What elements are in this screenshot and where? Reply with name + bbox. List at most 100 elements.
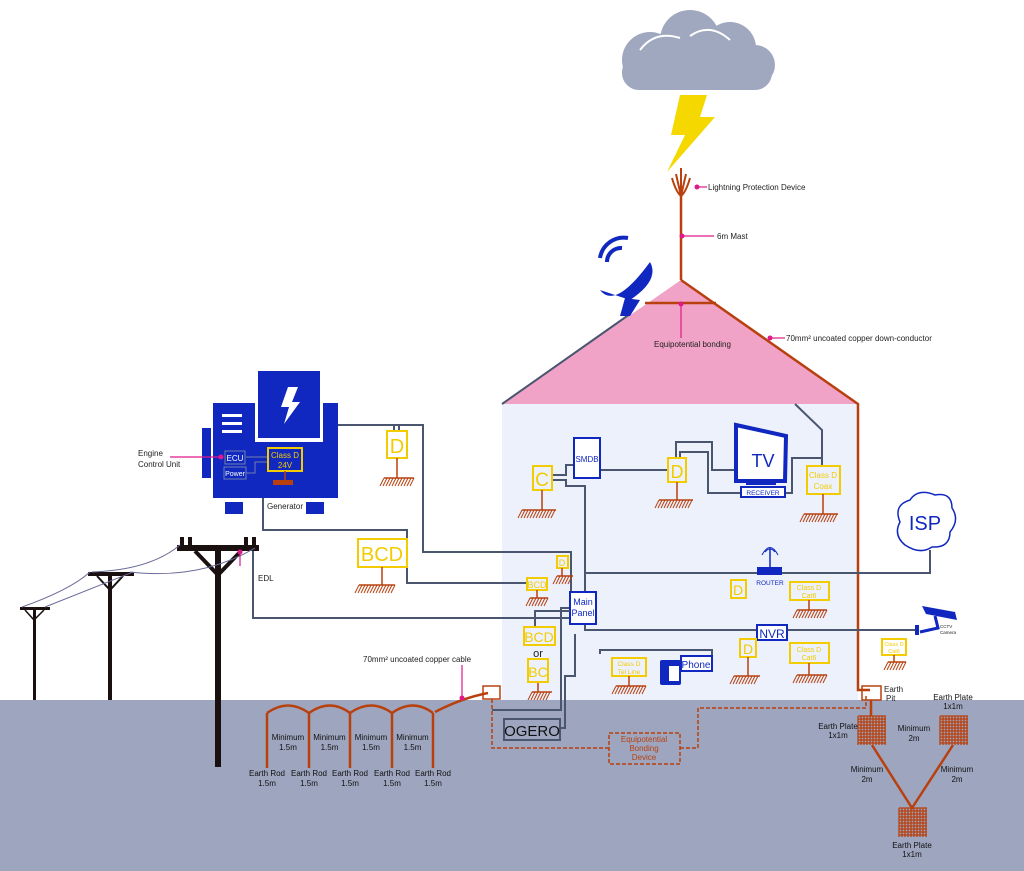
- ground-symbol-icon: [729, 675, 760, 685]
- rod-spacing-value: 1.5m: [404, 743, 422, 752]
- surge-d-outdoor-label: D: [390, 436, 404, 458]
- wire-ogero: [560, 634, 576, 729]
- bonding-label: Equipotential bonding: [654, 340, 731, 349]
- wire-c-smdb: [552, 464, 573, 476]
- down-conductor-label: 70mm² uncoated copper down-conductor: [786, 334, 932, 343]
- earth-rod-label: Earth Rod: [249, 769, 285, 778]
- equipotential-bonding-device: [608, 732, 681, 765]
- wire-d-receiver: [679, 451, 741, 494]
- surge-d-small-label: D: [559, 558, 566, 568]
- cloud-icon: [622, 10, 775, 90]
- ecu-callout-line2: Control Unit: [138, 460, 181, 469]
- cctv-label-1: CCTV: [940, 624, 952, 629]
- lightning-bolt-icon: [667, 95, 715, 172]
- router-label: ROUTER: [756, 580, 784, 587]
- nvr-box[interactable]: [756, 624, 788, 641]
- earth-plate-icon: [898, 807, 927, 837]
- tv-label: TV: [751, 451, 774, 471]
- ogero-label: OGERO: [504, 723, 560, 740]
- plate-spacing-value: 2m: [951, 775, 962, 784]
- surge-bcd-indoor: [523, 626, 556, 646]
- earth-plate-size: 1x1m: [828, 731, 848, 740]
- rod-spacing-label: Minimum: [396, 733, 429, 742]
- wire-panel-earth: [492, 607, 570, 711]
- earth-rod-label: Earth Rod: [374, 769, 410, 778]
- power-lines: [21, 544, 256, 608]
- ebd-label-3: Device: [632, 753, 657, 762]
- surge-d-tv-label: D: [671, 462, 684, 482]
- phone-label: Phone: [682, 660, 711, 671]
- earth-plate-icon: [939, 715, 968, 745]
- main-panel[interactable]: [569, 591, 597, 625]
- surge-d-nvr-label: D: [743, 641, 753, 657]
- ground-symbol-icon: [379, 477, 415, 487]
- earth-pit: [861, 685, 882, 701]
- surge-bc-label: BC: [528, 664, 547, 680]
- ground-symbol-icon: [654, 499, 693, 509]
- earth-plate-size: 1x1m: [943, 702, 963, 711]
- plate-spacing-value: 2m: [861, 775, 872, 784]
- earth-plate-size: 1x1m: [902, 850, 922, 859]
- generator-label: Generator: [267, 502, 303, 511]
- main-panel-label-1: Main: [573, 597, 593, 607]
- surge-bcd-small-label: BCD: [527, 580, 547, 590]
- cctv-camera-icon: [915, 606, 957, 635]
- receiver-box[interactable]: [740, 486, 786, 498]
- ecu-label: ECU: [227, 454, 244, 463]
- smdb-label: SMDB: [575, 455, 598, 464]
- generator-class-d-voltage: 24V: [278, 461, 293, 470]
- surge-bcd-indoor-label: BCD: [524, 629, 554, 645]
- earth-rod-label: Earth Rod: [415, 769, 451, 778]
- cat6-label-2: Cat6: [802, 593, 817, 600]
- generator-icon: [202, 370, 338, 514]
- earth-plate-label: Earth Plate: [892, 841, 932, 850]
- router-icon: [757, 547, 782, 575]
- ogero-box[interactable]: [503, 718, 561, 741]
- cat6b-label-1: Class D: [797, 647, 822, 654]
- earth-plate-label: Earth Plate: [818, 722, 858, 731]
- cctv-cat6-label-2: Cat6: [888, 649, 900, 655]
- or-label: or: [533, 648, 543, 660]
- ground-symbol-icon: [354, 584, 396, 594]
- power-label: Power: [225, 471, 246, 478]
- ecu-callout-line1: Engine: [138, 449, 163, 458]
- phone-icon: [660, 660, 681, 685]
- earth-rod-length: 1.5m: [300, 779, 318, 788]
- wire-d-tv: [675, 441, 735, 471]
- wire-nvr-cctv: [584, 624, 918, 631]
- earth-rod-length: 1.5m: [258, 779, 276, 788]
- isp-label[interactable]: ISP: [909, 513, 941, 535]
- ground-symbol-icon: [525, 597, 549, 607]
- lpd-label: Lightning Protection Device: [708, 183, 806, 192]
- roof-edge: [501, 313, 631, 405]
- isp-cloud-icon: [896, 491, 957, 552]
- coax-label-1: Class D: [809, 471, 837, 480]
- phone-box[interactable]: [680, 655, 713, 672]
- coax-label-2: Coax: [814, 482, 833, 491]
- earth-rod-length: 1.5m: [424, 779, 442, 788]
- wire-edl-panel: [252, 548, 570, 619]
- rod-spacing-value: 1.5m: [362, 743, 380, 752]
- smdb-box[interactable]: [573, 437, 601, 479]
- tv-icon: [734, 422, 789, 485]
- tel-label-2: Tel Line: [618, 669, 641, 676]
- generator-class-d-label: Class D: [271, 451, 299, 460]
- earth-rod-length: 1.5m: [341, 779, 359, 788]
- rod-spacing-label: Minimum: [313, 733, 346, 742]
- ground-symbol-icon: [611, 685, 647, 695]
- plate-spacing-label: Minimum: [898, 724, 931, 733]
- surge-d-router: [730, 579, 747, 599]
- receiver-label: RECEIVER: [746, 490, 780, 497]
- ebd-label-2: Bonding: [629, 744, 658, 753]
- surge-c-label: C: [535, 470, 549, 491]
- earth-plate-icon: [857, 715, 886, 745]
- rod-spacing-value: 1.5m: [279, 743, 297, 752]
- ebd-label-1: Equipotential: [621, 735, 667, 744]
- plate-spacing-label: Minimum: [851, 765, 884, 774]
- ground-symbol-icon: [527, 691, 552, 701]
- mast-label: 6m Mast: [717, 232, 748, 241]
- edl-label: EDL: [258, 574, 274, 583]
- rod-spacing-label: Minimum: [355, 733, 388, 742]
- earth-pit-label-2: Pit: [886, 694, 896, 703]
